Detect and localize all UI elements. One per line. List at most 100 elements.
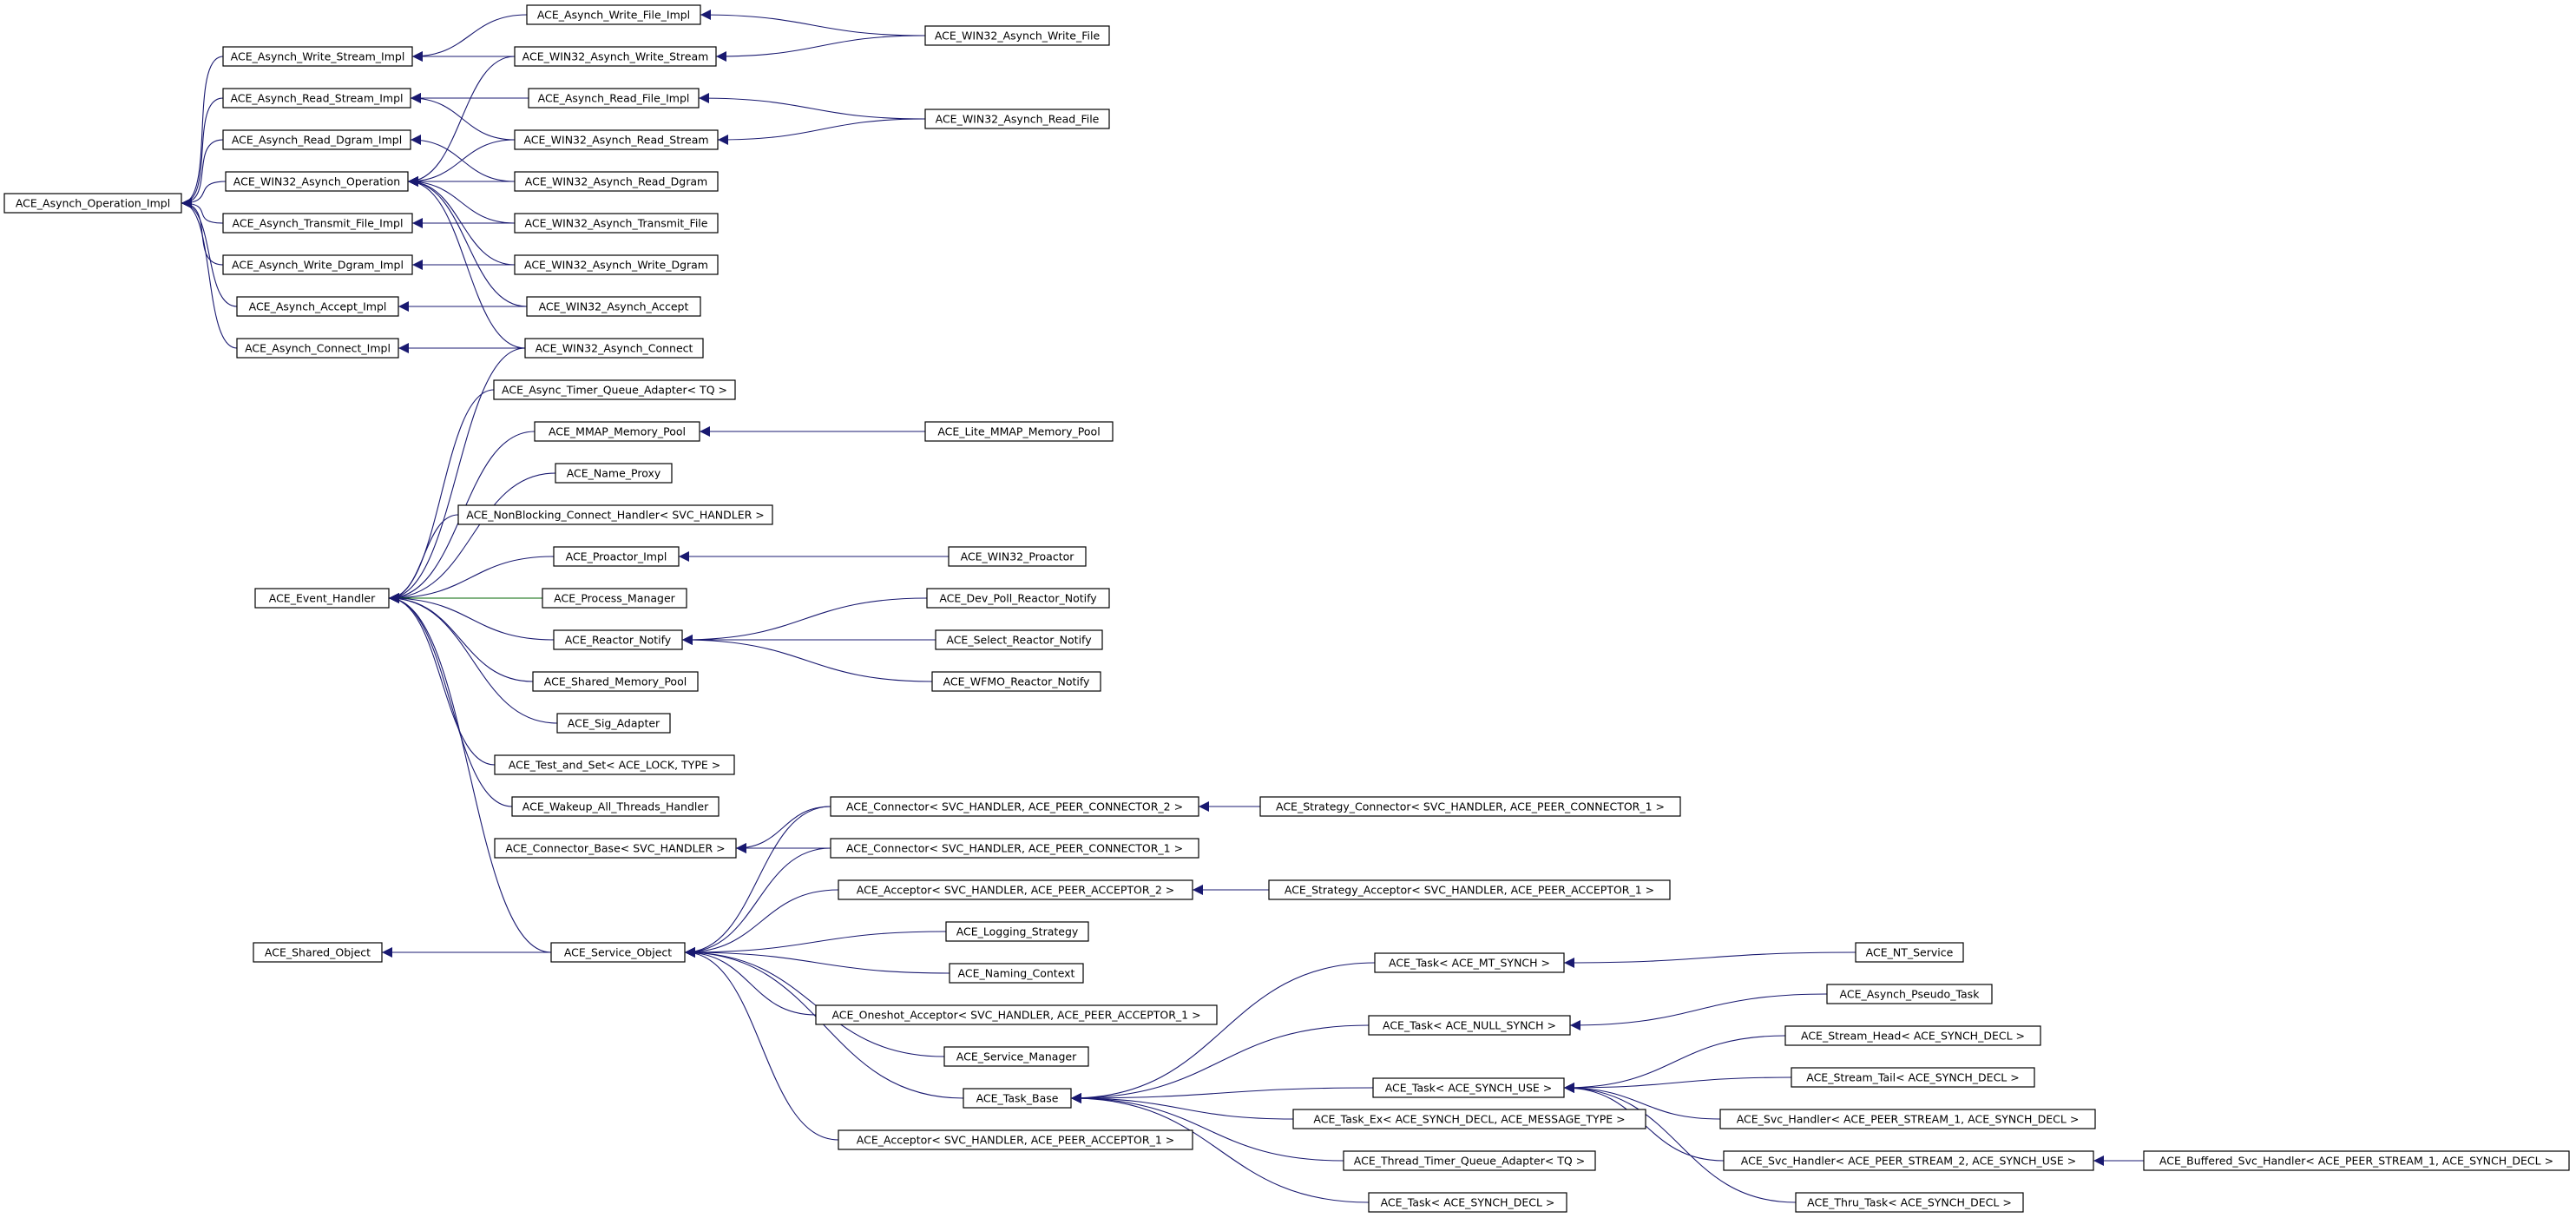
class-node-dev-poll-reactor-notify[interactable]: ACE_Dev_Poll_Reactor_Notify: [926, 588, 1110, 609]
class-node-asynch-transmit-file-impl[interactable]: ACE_Asynch_Transmit_File_Impl: [222, 213, 413, 234]
class-node-asynch-read-file-impl[interactable]: ACE_Asynch_Read_File_Impl: [528, 88, 700, 109]
class-node-strategy-acceptor[interactable]: ACE_Strategy_Acceptor< SVC_HANDLER, ACE_…: [1268, 879, 1671, 900]
class-node-acceptor-1[interactable]: ACE_Acceptor< SVC_HANDLER, ACE_PEER_ACCE…: [838, 1129, 1193, 1150]
node-label: ACE_Connector_Base< SVC_HANDLER >: [505, 842, 725, 855]
class-node-async-timer-queue-adapter[interactable]: ACE_Async_Timer_Queue_Adapter< TQ >: [493, 379, 736, 400]
class-node-name-proxy[interactable]: ACE_Name_Proxy: [555, 463, 673, 484]
class-node-win32-asynch-write-file[interactable]: ACE_WIN32_Asynch_Write_File: [924, 25, 1110, 46]
inheritance-edge-asynch-transmit-file-impl-to-asynch-operation-impl: [181, 198, 224, 224]
class-node-win32-asynch-read-dgram[interactable]: ACE_WIN32_Asynch_Read_Dgram: [514, 171, 719, 192]
class-node-win32-asynch-accept[interactable]: ACE_WIN32_Asynch_Accept: [526, 296, 701, 317]
class-node-test-and-set[interactable]: ACE_Test_and_Set< ACE_LOCK, TYPE >: [494, 754, 735, 775]
node-box: [532, 671, 699, 692]
node-box: [948, 546, 1087, 567]
class-node-win32-asynch-read-stream[interactable]: ACE_WIN32_Asynch_Read_Stream: [514, 129, 719, 150]
class-node-asynch-connect-impl[interactable]: ACE_Asynch_Connect_Impl: [236, 338, 399, 359]
node-label: ACE_Service_Object: [564, 946, 672, 959]
node-box: [528, 88, 700, 109]
class-node-nt-service[interactable]: ACE_NT_Service: [1855, 942, 1964, 963]
inheritance-edge-test-and-set-to-event-handler: [388, 593, 496, 766]
class-node-connector-2[interactable]: ACE_Connector< SVC_HANDLER, ACE_PEER_CON…: [830, 796, 1199, 817]
class-node-stream-tail[interactable]: ACE_Stream_Tail< ACE_SYNCH_DECL >: [1791, 1067, 2035, 1088]
node-label: ACE_WIN32_Asynch_Operation: [233, 175, 400, 188]
class-node-asynch-accept-impl[interactable]: ACE_Asynch_Accept_Impl: [236, 296, 399, 317]
node-label: ACE_Svc_Handler< ACE_PEER_STREAM_1, ACE_…: [1737, 1113, 2080, 1126]
class-node-win32-asynch-connect[interactable]: ACE_WIN32_Asynch_Connect: [524, 338, 704, 359]
class-node-service-manager[interactable]: ACE_Service_Manager: [943, 1046, 1089, 1067]
node-label: ACE_Asynch_Pseudo_Task: [1840, 988, 1981, 1001]
class-node-win32-proactor[interactable]: ACE_WIN32_Proactor: [948, 546, 1087, 567]
node-box: [815, 1004, 1218, 1025]
class-node-process-manager[interactable]: ACE_Process_Manager: [542, 588, 687, 609]
inheritance-edge-win32-asynch-write-file-to-win32-asynch-write-stream: [715, 35, 926, 62]
inheritance-edge-acceptor-1-to-service-object: [684, 947, 839, 1141]
node-label: ACE_Task_Base: [976, 1092, 1059, 1105]
node-box: [1826, 984, 1993, 1004]
class-node-connector-1[interactable]: ACE_Connector< SVC_HANDLER, ACE_PEER_CON…: [830, 838, 1199, 859]
class-node-asynch-operation-impl[interactable]: ACE_Asynch_Operation_Impl: [3, 193, 182, 214]
class-node-lite-mmap-memory-pool[interactable]: ACE_Lite_MMAP_Memory_Pool: [924, 421, 1114, 442]
node-box: [1795, 1192, 2024, 1213]
inheritance-edge-shared-memory-pool-to-event-handler: [388, 593, 534, 682]
class-node-service-object[interactable]: ACE_Service_Object: [550, 942, 686, 963]
class-node-win32-asynch-transmit-file[interactable]: ACE_WIN32_Asynch_Transmit_File: [514, 213, 719, 234]
class-node-logging-strategy[interactable]: ACE_Logging_Strategy: [945, 921, 1089, 942]
node-box: [945, 921, 1089, 942]
class-node-wfmo-reactor-notify[interactable]: ACE_WFMO_Reactor_Notify: [931, 671, 1101, 692]
class-node-svc-handler-1[interactable]: ACE_Svc_Handler< ACE_PEER_STREAM_1, ACE_…: [1719, 1109, 2096, 1129]
class-node-wakeup-all-threads-handler[interactable]: ACE_Wakeup_All_Threads_Handler: [511, 796, 720, 817]
class-node-stream-head[interactable]: ACE_Stream_Head< ACE_SYNCH_DECL >: [1784, 1025, 2041, 1046]
node-label: ACE_WIN32_Asynch_Transmit_File: [525, 217, 708, 230]
class-node-select-reactor-notify[interactable]: ACE_Select_Reactor_Notify: [935, 629, 1103, 650]
class-node-task-synch-use[interactable]: ACE_Task< ACE_SYNCH_USE >: [1372, 1077, 1565, 1098]
inheritance-edge-dev-poll-reactor-notify-to-reactor-notify: [681, 597, 928, 645]
class-node-naming-context[interactable]: ACE_Naming_Context: [949, 963, 1084, 984]
class-node-shared-memory-pool[interactable]: ACE_Shared_Memory_Pool: [532, 671, 699, 692]
class-node-mmap-memory-pool[interactable]: ACE_MMAP_Memory_Pool: [534, 421, 700, 442]
node-label: ACE_Task< ACE_MT_SYNCH >: [1389, 957, 1550, 970]
class-node-task-null-synch[interactable]: ACE_Task< ACE_NULL_SYNCH >: [1368, 1015, 1571, 1036]
class-node-reactor-notify[interactable]: ACE_Reactor_Notify: [553, 629, 683, 650]
class-node-svc-handler-2[interactable]: ACE_Svc_Handler< ACE_PEER_STREAM_2, ACE_…: [1723, 1150, 2094, 1171]
class-node-asynch-pseudo-task[interactable]: ACE_Asynch_Pseudo_Task: [1826, 984, 1993, 1004]
class-node-win32-asynch-write-dgram[interactable]: ACE_WIN32_Asynch_Write_Dgram: [514, 254, 719, 275]
inheritance-edge-task-mt-synch-to-task-base: [1070, 962, 1376, 1103]
class-node-task-mt-synch[interactable]: ACE_Task< ACE_MT_SYNCH >: [1374, 952, 1565, 973]
node-box: [514, 254, 719, 275]
class-node-task-base[interactable]: ACE_Task_Base: [963, 1088, 1072, 1109]
class-node-thru-task[interactable]: ACE_Thru_Task< ACE_SYNCH_DECL >: [1795, 1192, 2024, 1213]
node-box: [550, 942, 686, 963]
class-node-win32-asynch-operation[interactable]: ACE_WIN32_Asynch_Operation: [225, 171, 409, 192]
class-node-win32-asynch-read-file[interactable]: ACE_WIN32_Asynch_Read_File: [924, 109, 1110, 129]
class-node-proactor-impl[interactable]: ACE_Proactor_Impl: [553, 546, 680, 567]
inheritance-edge-stream-head-to-task-synch-use: [1563, 1035, 1786, 1093]
class-node-buffered-svc-handler[interactable]: ACE_Buffered_Svc_Handler< ACE_PEER_STREA…: [2143, 1150, 2570, 1171]
inheritance-edge-asynch-pseudo-task-to-task-null-synch: [1569, 993, 1828, 1030]
class-node-asynch-write-dgram-impl[interactable]: ACE_Asynch_Write_Dgram_Impl: [222, 254, 413, 275]
node-box: [494, 754, 735, 775]
class-node-asynch-read-stream-impl[interactable]: ACE_Asynch_Read_Stream_Impl: [222, 88, 411, 109]
node-label: ACE_Shared_Object: [265, 946, 371, 959]
class-node-thread-timer-queue-adapter[interactable]: ACE_Thread_Timer_Queue_Adapter< TQ >: [1343, 1150, 1596, 1171]
class-node-strategy-connector[interactable]: ACE_Strategy_Connector< SVC_HANDLER, ACE…: [1259, 796, 1681, 817]
node-box: [493, 379, 736, 400]
class-node-sig-adapter[interactable]: ACE_Sig_Adapter: [556, 713, 671, 734]
class-node-nonblocking-connect-handler[interactable]: ACE_NonBlocking_Connect_Handler< SVC_HAN…: [457, 504, 773, 525]
node-box: [1372, 1077, 1565, 1098]
class-node-oneshot-acceptor[interactable]: ACE_Oneshot_Acceptor< SVC_HANDLER, ACE_P…: [815, 1004, 1218, 1025]
class-node-acceptor-2[interactable]: ACE_Acceptor< SVC_HANDLER, ACE_PEER_ACCE…: [838, 879, 1193, 900]
class-node-asynch-read-dgram-impl[interactable]: ACE_Asynch_Read_Dgram_Impl: [222, 129, 411, 150]
class-node-shared-object[interactable]: ACE_Shared_Object: [253, 942, 383, 963]
class-node-task-ex[interactable]: ACE_Task_Ex< ACE_SYNCH_DECL, ACE_MESSAGE…: [1292, 1109, 1646, 1129]
node-box: [1268, 879, 1671, 900]
class-node-task-synch-decl[interactable]: ACE_Task< ACE_SYNCH_DECL >: [1368, 1192, 1567, 1213]
inheritance-edge-asynch-accept-impl-to-asynch-operation-impl: [181, 198, 238, 307]
class-node-win32-asynch-write-stream[interactable]: ACE_WIN32_Asynch_Write_Stream: [514, 46, 717, 67]
class-node-connector-base[interactable]: ACE_Connector_Base< SVC_HANDLER >: [494, 838, 737, 859]
node-label: ACE_Task_Ex< ACE_SYNCH_DECL, ACE_MESSAGE…: [1313, 1113, 1625, 1126]
class-node-event-handler[interactable]: ACE_Event_Handler: [254, 588, 390, 609]
class-node-asynch-write-stream-impl[interactable]: ACE_Asynch_Write_Stream_Impl: [222, 46, 413, 67]
class-node-asynch-write-file-impl[interactable]: ACE_Asynch_Write_File_Impl: [526, 4, 701, 25]
node-box: [514, 129, 719, 150]
